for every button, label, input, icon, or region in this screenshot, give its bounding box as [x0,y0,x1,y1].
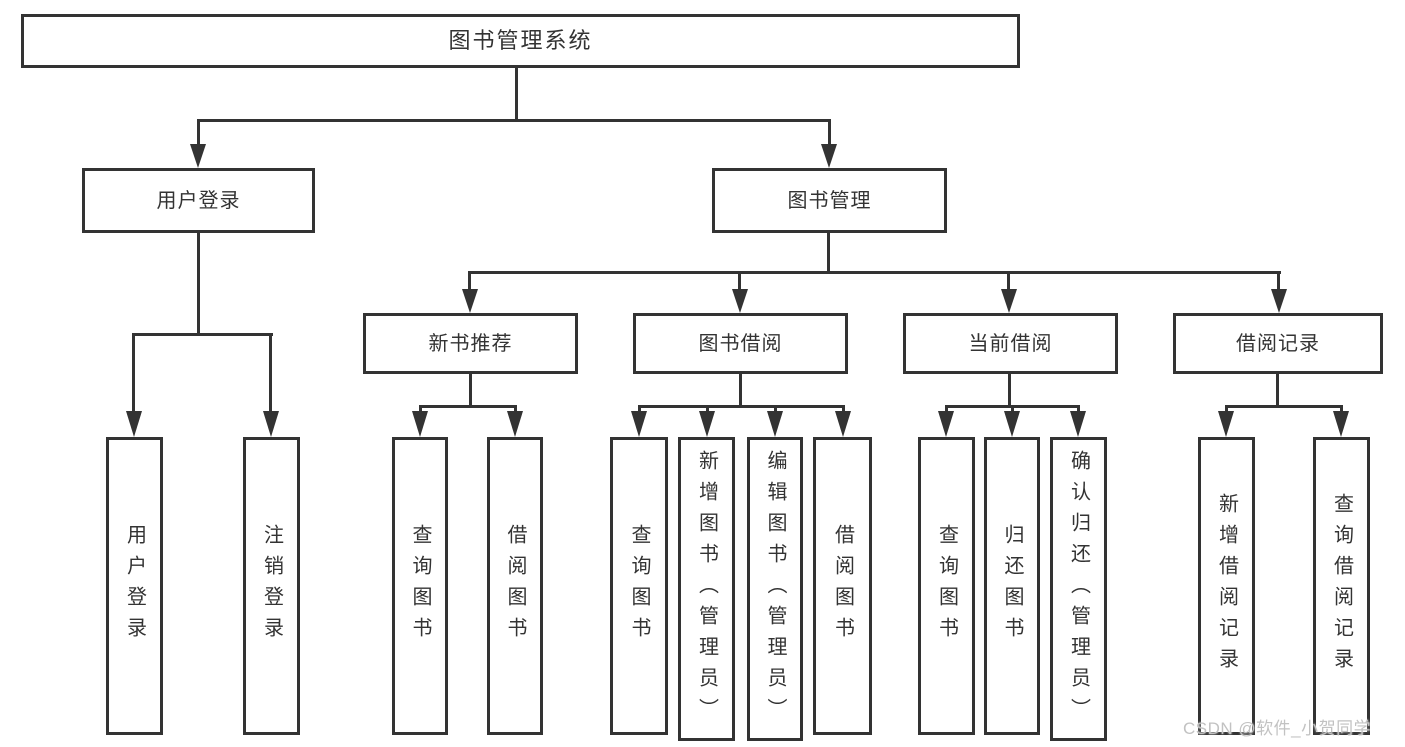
arrowhead-icon [732,289,748,313]
connector-line [774,405,777,414]
connector-line [1225,405,1228,414]
arrowhead-icon [699,411,715,437]
connector-line [638,405,844,408]
connector-line [1008,374,1011,407]
arrowhead-icon [507,411,523,437]
connector-line [706,405,709,414]
node-label: 借阅图书 [831,524,854,648]
leaf-bb-edit-books-admin: 编辑图书（管理员） [747,437,803,741]
connector-line [419,405,517,408]
connector-line [1077,405,1080,414]
node-label: 新增借阅记录 [1215,493,1238,679]
leaf-cb-query-books: 查询图书 [918,437,975,735]
arrowhead-icon [412,411,428,437]
leaf-bb-borrow-books: 借阅图书 [813,437,872,735]
node-label: 查询图书 [935,524,958,648]
node-label: 图书管理 [787,189,872,212]
node-label: 借阅记录 [1236,332,1320,355]
connector-line [1225,405,1342,408]
connector-line [197,119,831,122]
connector-line [132,333,135,413]
connector-line [842,405,845,414]
connector-line [739,374,742,407]
connector-line [468,271,471,291]
connector-line [1276,374,1279,407]
node-label: 新书推荐 [428,332,513,355]
connector-line [269,333,272,413]
leaf-user-login: 用户登录 [106,437,163,735]
node-label: 查询图书 [628,524,650,648]
arrowhead-icon [1333,411,1349,437]
arrowhead-icon [835,411,851,437]
node-new-book-recommend: 新书推荐 [363,313,578,374]
node-label: 图书借阅 [698,332,783,355]
connector-line [1277,271,1280,291]
connector-line [514,405,517,414]
arrowhead-icon [1271,289,1287,313]
arrowhead-icon [263,411,279,437]
node-user-login: 用户登录 [82,168,315,233]
leaf-bb-add-books-admin: 新增图书（管理员） [678,437,735,741]
connector-line [419,405,422,414]
node-book-management: 图书管理 [712,168,947,233]
leaf-logout: 注销登录 [243,437,300,735]
node-root: 图书管理系统 [21,14,1020,68]
leaf-cb-return-books: 归还图书 [984,437,1040,735]
connector-line [827,233,830,274]
arrowhead-icon [1070,411,1086,437]
arrowhead-icon [190,144,206,168]
leaf-nb-borrow-books: 借阅图书 [487,437,543,735]
node-label: 借阅图书 [504,524,526,648]
node-label: 当前借阅 [968,332,1053,355]
connector-line [828,119,831,147]
connector-line [515,66,518,121]
node-label: 图书管理系统 [448,28,593,53]
node-label: 注销登录 [260,524,283,648]
leaf-bb-query-books: 查询图书 [610,437,668,735]
node-current-borrow: 当前借阅 [903,313,1118,374]
arrowhead-icon [1001,289,1017,313]
arrowhead-icon [631,411,647,437]
connector-line [132,333,273,336]
connector-line [1007,271,1010,291]
arrowhead-icon [767,411,783,437]
node-label: 用户登录 [123,524,146,648]
node-borrow-records: 借阅记录 [1173,313,1383,374]
connector-line [469,271,1281,274]
node-book-borrow: 图书借阅 [633,313,848,374]
arrowhead-icon [1004,411,1020,437]
arrowhead-icon [821,144,837,168]
leaf-cb-confirm-return-admin: 确认归还（管理员） [1050,437,1107,741]
connector-line [197,119,200,147]
node-label: 用户登录 [156,189,241,212]
arrowhead-icon [462,289,478,313]
connector-line [945,405,948,414]
arrowhead-icon [126,411,142,437]
connector-line [469,374,472,408]
node-label: 新增图书（管理员） [695,449,718,729]
node-label: 查询借阅记录 [1330,493,1353,679]
connector-line [1340,405,1343,414]
node-label: 归还图书 [1001,524,1023,648]
leaf-br-query-record: 查询借阅记录 [1313,437,1370,735]
node-label: 编辑图书（管理员） [764,449,786,729]
connector-line [1011,405,1014,414]
leaf-nb-query-books: 查询图书 [392,437,448,735]
connector-line [197,233,200,336]
node-label: 确认归还（管理员） [1067,449,1090,729]
connector-line [638,405,641,414]
csdn-watermark: CSDN @软件_小贺同学 [1183,719,1372,738]
arrowhead-icon [1218,411,1234,437]
connector-line [738,271,741,291]
node-label: 查询图书 [409,524,431,648]
arrowhead-icon [938,411,954,437]
leaf-br-add-record: 新增借阅记录 [1198,437,1255,735]
